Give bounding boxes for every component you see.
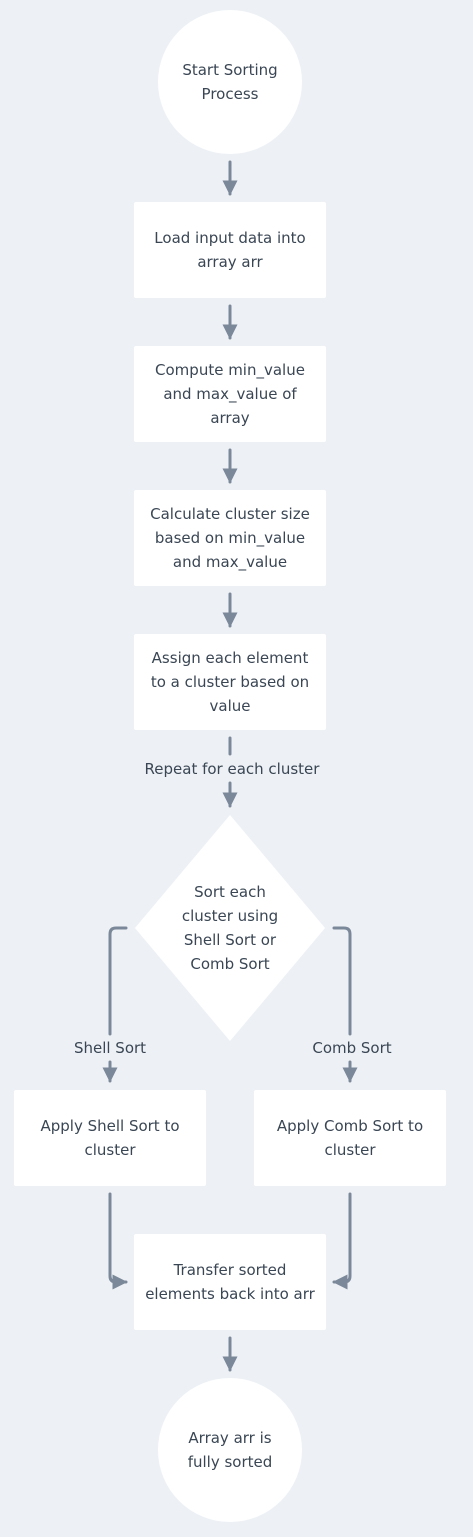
edge-decision-to-comb-top	[332, 926, 352, 1036]
assign-node: Assign each element to a cluster based o…	[134, 634, 326, 730]
edge-label-shell: Shell Sort	[60, 1038, 160, 1058]
cluster-size-node: Calculate cluster size based on min_valu…	[134, 490, 326, 586]
load-node: Load input data into array arr	[134, 202, 326, 298]
assign-node-label: Assign each element to a cluster based o…	[150, 649, 310, 715]
edge-decision-to-shell-top	[108, 926, 128, 1036]
minmax-node-label: Compute min_value and max_value of array	[155, 361, 305, 427]
cluster-size-node-label: Calculate cluster size based on min_valu…	[150, 505, 310, 571]
end-node: Array arr is fully sorted	[158, 1378, 302, 1522]
edge-comb-to-transfer	[332, 1192, 352, 1290]
start-node: Start Sorting Process	[158, 10, 302, 154]
edge-shell-to-transfer	[108, 1192, 128, 1290]
decision-diamond	[135, 815, 325, 1041]
end-node-label: Array arr is fully sorted	[187, 1429, 273, 1471]
edge-label-repeat: Repeat for each cluster	[136, 759, 328, 779]
comb-node-label: Apply Comb Sort to cluster	[276, 1117, 424, 1159]
minmax-node: Compute min_value and max_value of array	[134, 346, 326, 442]
shell-node: Apply Shell Sort to cluster	[14, 1090, 206, 1186]
decision-node-label: Sort each cluster using Shell Sort or Co…	[181, 883, 279, 973]
edge-label-comb: Comb Sort	[302, 1038, 402, 1058]
start-node-label: Start Sorting Process	[182, 61, 278, 103]
transfer-node-label: Transfer sorted elements back into arr	[145, 1261, 315, 1303]
comb-node: Apply Comb Sort to cluster	[254, 1090, 446, 1186]
transfer-node: Transfer sorted elements back into arr	[134, 1234, 326, 1330]
load-node-label: Load input data into array arr	[154, 229, 306, 271]
shell-node-label: Apply Shell Sort to cluster	[40, 1117, 180, 1159]
